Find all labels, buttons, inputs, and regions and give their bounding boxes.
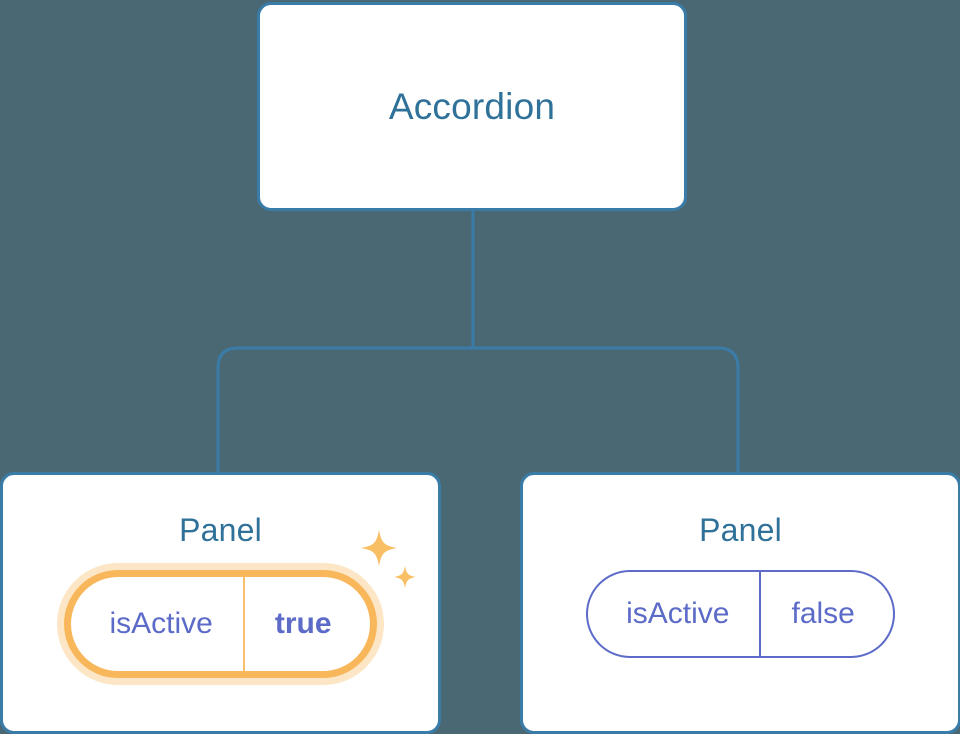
panel-right-prop-value: false <box>759 572 892 656</box>
panel-left-prop-wrap: isActive true <box>64 530 416 678</box>
node-accordion[interactable]: Accordion <box>257 2 687 211</box>
node-panel-right-title: Panel <box>699 512 782 548</box>
node-accordion-title: Accordion <box>388 86 556 127</box>
panel-left-prop-value: true <box>242 577 370 671</box>
panel-right-prop-wrap: isActive false <box>586 570 895 658</box>
edge-root-to-panel-left <box>216 346 473 472</box>
node-panel-right[interactable]: Panel isActive false <box>520 472 960 734</box>
edge-root-to-panel-right <box>473 346 740 472</box>
node-panel-left-title: Panel <box>179 512 262 548</box>
panel-right-prop-pill[interactable]: isActive false <box>586 570 895 658</box>
panel-left-prop-key: isActive <box>109 607 213 640</box>
panel-left-prop-pill[interactable]: isActive true <box>64 570 377 678</box>
node-panel-left[interactable]: Panel isActive true <box>0 472 441 734</box>
panel-right-prop-key: isActive <box>626 597 730 630</box>
